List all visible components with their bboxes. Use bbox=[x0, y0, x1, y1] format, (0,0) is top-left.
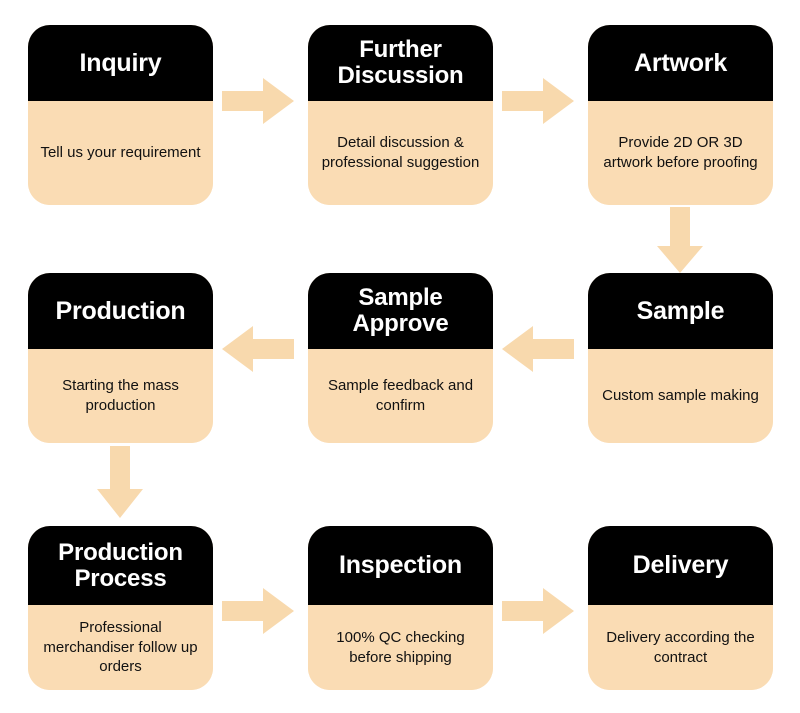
process-node-production-process[interactable]: Production Process Professional merchand… bbox=[28, 526, 213, 690]
node-description: 100% QC checking before shipping bbox=[308, 605, 493, 690]
node-description: Sample feedback and confirm bbox=[308, 349, 493, 443]
arrow-right-icon-inquiry-to-further-discussion bbox=[222, 78, 294, 124]
arrow-right-icon-inspection-to-delivery bbox=[502, 588, 574, 634]
process-node-sample[interactable]: Sample Custom sample making bbox=[588, 273, 773, 443]
process-node-artwork[interactable]: Artwork Provide 2D OR 3D artwork before … bbox=[588, 25, 773, 205]
arrow-down-icon-artwork-to-sample bbox=[657, 207, 703, 273]
process-node-inquiry[interactable]: Inquiry Tell us your requirement bbox=[28, 25, 213, 205]
node-description: Starting the mass production bbox=[28, 349, 213, 443]
arrow-right-icon-further-discussion-to-artwork bbox=[502, 78, 574, 124]
node-description: Tell us your requirement bbox=[28, 101, 213, 205]
node-title: Further Discussion bbox=[308, 25, 493, 101]
node-title: Production Process bbox=[28, 526, 213, 605]
arrow-left-icon-sample-approve-to-production bbox=[222, 326, 294, 372]
process-node-inspection[interactable]: Inspection 100% QC checking before shipp… bbox=[308, 526, 493, 690]
process-node-delivery[interactable]: Delivery Delivery according the contract bbox=[588, 526, 773, 690]
node-description: Provide 2D OR 3D artwork before proofing bbox=[588, 101, 773, 205]
process-node-production[interactable]: Production Starting the mass production bbox=[28, 273, 213, 443]
process-node-sample-approve[interactable]: Sample Approve Sample feedback and confi… bbox=[308, 273, 493, 443]
node-title: Inquiry bbox=[28, 25, 213, 101]
node-title: Production bbox=[28, 273, 213, 349]
node-title: Delivery bbox=[588, 526, 773, 605]
node-title: Inspection bbox=[308, 526, 493, 605]
process-node-further-discussion[interactable]: Further Discussion Detail discussion & p… bbox=[308, 25, 493, 205]
node-title: Sample Approve bbox=[308, 273, 493, 349]
node-title: Artwork bbox=[588, 25, 773, 101]
node-description: Delivery according the contract bbox=[588, 605, 773, 690]
node-description: Professional merchandiser follow up orde… bbox=[28, 605, 213, 690]
arrow-left-icon-sample-to-sample-approve bbox=[502, 326, 574, 372]
node-description: Detail discussion & professional suggest… bbox=[308, 101, 493, 205]
node-description: Custom sample making bbox=[588, 349, 773, 443]
arrow-down-icon-production-to-production-process bbox=[97, 446, 143, 518]
arrow-right-icon-production-process-to-inspection bbox=[222, 588, 294, 634]
node-title: Sample bbox=[588, 273, 773, 349]
